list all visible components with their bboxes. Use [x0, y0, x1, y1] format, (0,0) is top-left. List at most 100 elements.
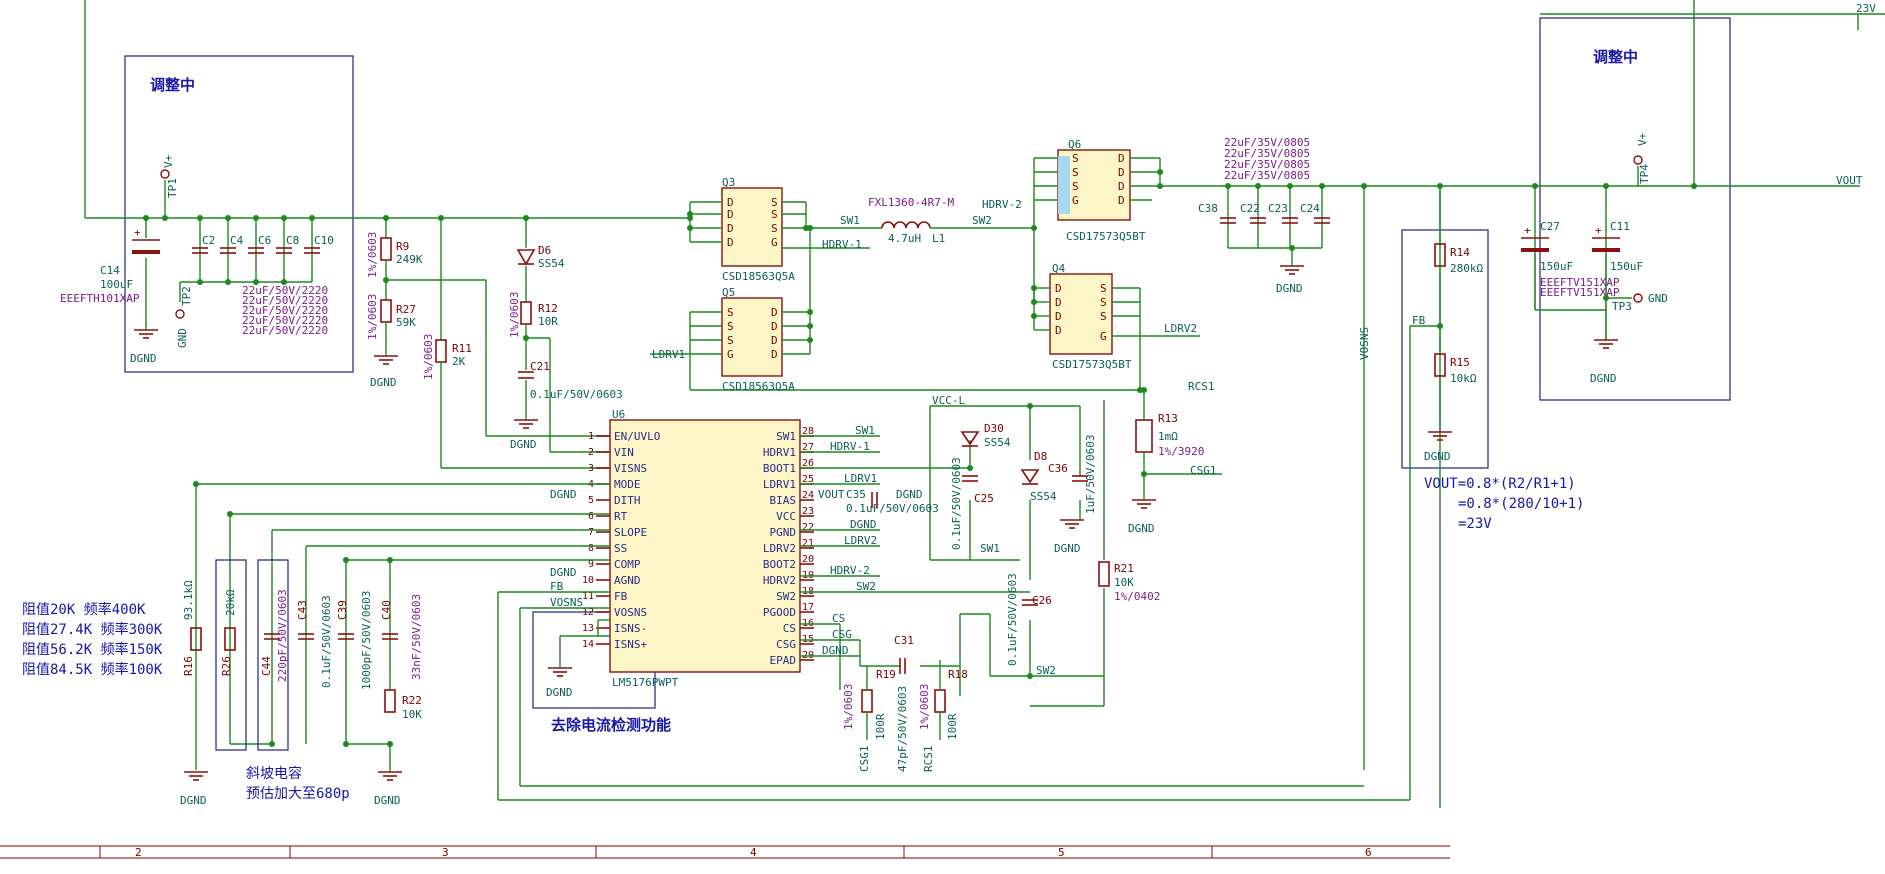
- u6-pin-name: BOOT2: [763, 558, 796, 571]
- freq-note-3: 阻值56.2K 频率150K: [22, 641, 163, 658]
- slope-note-2: 预估加大至680p: [246, 786, 350, 802]
- c27-ref: C27: [1540, 220, 1560, 233]
- vout-formula-1: VOUT=0.8*(R2/R1+1): [1424, 476, 1576, 492]
- junction-dot: [193, 481, 199, 487]
- junction-dot: [387, 557, 393, 563]
- r21-body: [1098, 561, 1110, 587]
- q4-net-ldrv2: LDRV2: [1164, 322, 1197, 335]
- frame-col-6: 6: [1365, 846, 1372, 859]
- u6-pin-name: MODE: [614, 478, 641, 491]
- u6-cs-net: CS: [832, 612, 845, 625]
- q3-pin-d3: D: [727, 222, 734, 235]
- junction-dot: [1031, 285, 1037, 291]
- net-rcs1: RCS1: [1188, 380, 1215, 393]
- tp2-gnd: GND: [176, 328, 189, 348]
- r27-ref: R27: [396, 303, 416, 316]
- dgnd-c40: [378, 771, 402, 781]
- left-adjust-box: [124, 55, 354, 373]
- junction-dot: [225, 279, 231, 285]
- tp4-ref: TP4: [1638, 164, 1651, 184]
- dgnd-r13-label: DGND: [1128, 522, 1155, 535]
- freq-note-4: 阻值84.5K 频率100K: [22, 661, 163, 678]
- c44-value: 220pF/50V/0603: [276, 589, 289, 682]
- u6-part: LM5176PWPT: [612, 676, 679, 689]
- u6-vosns-net: VOSNS: [550, 596, 583, 609]
- u6-sw2-net: SW2: [856, 580, 876, 593]
- u6-pin-name: HDRV2: [763, 574, 796, 587]
- junction-dot: [197, 279, 203, 285]
- c11-plus: +: [1595, 224, 1602, 237]
- c43-capacitor: [298, 633, 314, 640]
- q3-net-sw1: SW1: [840, 214, 860, 227]
- u6-pin-name: SS: [614, 542, 627, 555]
- c6-ref: C6: [258, 234, 271, 247]
- q4-pin-d3: D: [1055, 310, 1062, 323]
- u6-pin-number: 3: [588, 463, 594, 474]
- r22-ref: R22: [402, 694, 422, 707]
- u6-ldrv2-net: LDRV2: [844, 534, 877, 547]
- c8-ref: C8: [286, 234, 299, 247]
- u6-pin-name: SW2: [776, 590, 796, 603]
- u6-pin-name: VOSNS: [614, 606, 647, 619]
- u6-pin-name: LDRV1: [763, 478, 796, 491]
- junction-dot: [1225, 183, 1231, 189]
- q3-pin-d1: D: [727, 196, 734, 209]
- cap-0805-2: 22uF/35V/0805: [1224, 147, 1310, 160]
- junction-dot: [1027, 673, 1033, 679]
- c36-value: 1uF/50V/0603: [1084, 435, 1097, 514]
- junction-dot: [807, 323, 813, 329]
- tp2-ref: TP2: [180, 286, 193, 306]
- u6-pin-name: CSG: [776, 638, 796, 651]
- net-23v: 23V: [1856, 2, 1876, 15]
- junction-dot: [1437, 323, 1443, 329]
- junction-dot: [807, 309, 813, 315]
- q4-mosfet: [1033, 273, 1200, 390]
- r26-highlight: [215, 559, 247, 751]
- tp1-pad: [160, 169, 170, 179]
- q6-net-hdrv2: HDRV-2: [982, 198, 1022, 211]
- d8-value: SS54: [1030, 490, 1057, 503]
- junction-dot: [1255, 183, 1261, 189]
- junction-dot: [1603, 183, 1609, 189]
- c27-plus: +: [1524, 224, 1531, 237]
- r16-body: [190, 627, 202, 651]
- left-adjust-label: 调整中: [150, 76, 195, 94]
- junction-dot: [197, 215, 203, 221]
- frame-col-2: 2: [135, 846, 142, 859]
- svg-text:+: +: [134, 226, 141, 239]
- q4-ref: Q4: [1052, 262, 1066, 275]
- output-caps: [1220, 217, 1330, 275]
- r12-ref: R12: [538, 302, 558, 315]
- u6-agnd-dgnd: DGND: [550, 566, 577, 579]
- junction-dot: [253, 279, 259, 285]
- junction-dot: [967, 465, 973, 471]
- c31-ref: C31: [894, 634, 914, 647]
- u6-pin-name: EN/UVLO: [614, 430, 660, 443]
- l1-ref: L1: [932, 232, 945, 245]
- c44-highlight: [257, 559, 289, 751]
- u6-pin-number: 9: [588, 559, 594, 570]
- junction-dot: [383, 277, 389, 283]
- junction-dot: [343, 557, 349, 563]
- dgnd-r27-label: DGND: [370, 376, 397, 389]
- tp2-pad: [175, 309, 185, 319]
- u6-pin-number: 27: [802, 442, 814, 453]
- r11-ref: R11: [452, 342, 472, 355]
- frame-col-4: 4: [750, 846, 757, 859]
- u6-pin-name: EPAD: [770, 654, 797, 667]
- u6-pin-number: 22: [802, 522, 814, 533]
- q6-pin-s2: S: [1072, 166, 1079, 179]
- q6-pin-s1: S: [1072, 152, 1079, 165]
- junction-dot: [1027, 403, 1033, 409]
- tp1-vplus: V+: [162, 154, 175, 168]
- u6-pin-number: 6: [588, 511, 594, 522]
- cap-0805-1: 22uF/35V/0805: [1224, 136, 1310, 149]
- r19-value: 100R: [874, 713, 887, 740]
- net-vosns-vertical: VOSNS: [1358, 327, 1371, 360]
- u6-pin-name: PGND: [770, 526, 797, 539]
- cap-0805-4: 22uF/35V/0805: [1224, 169, 1310, 182]
- u6-csg-net: CSG: [832, 628, 852, 641]
- feedback-box: [1401, 229, 1489, 469]
- q5-pin-d3: D: [771, 334, 778, 347]
